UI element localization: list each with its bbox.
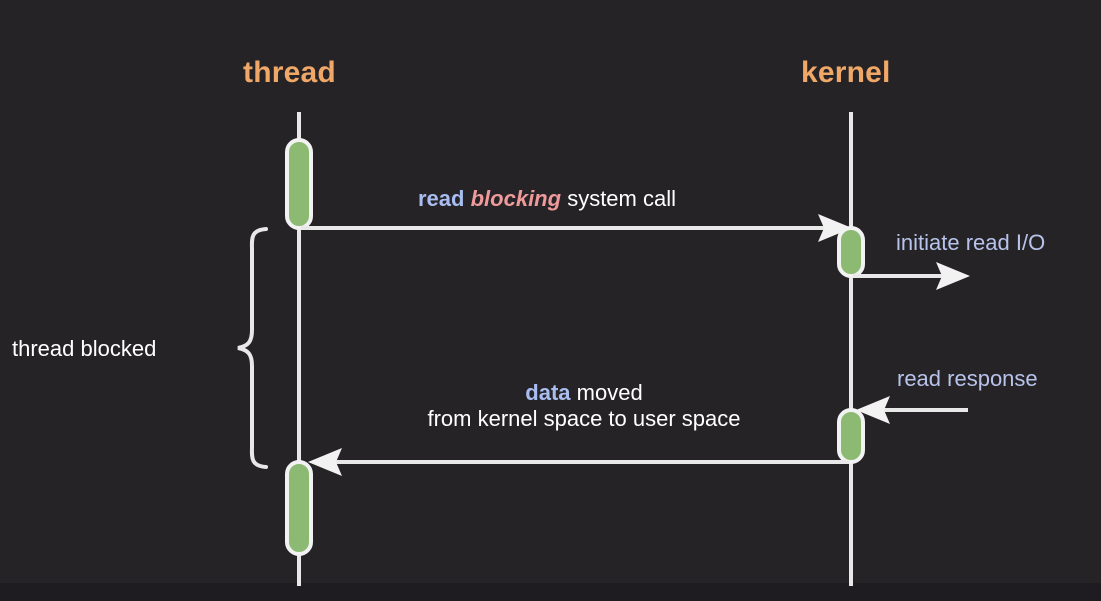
thread-blocked-brace [237, 227, 268, 469]
message-label-read-response: read response [897, 366, 1038, 391]
keyword-blocking: blocking [470, 186, 562, 211]
message-label-initiate-read-io: initiate read I/O [896, 230, 1046, 255]
kernel-activation-request [837, 226, 865, 278]
thread-activation-bottom [285, 460, 313, 556]
keyword-read: read [418, 186, 465, 211]
arrow-system-call [301, 214, 852, 242]
keyword-data: data [525, 380, 571, 405]
text-moved: moved [576, 380, 643, 405]
annotation-thread-blocked: thread blocked [12, 336, 157, 361]
message-label-system-call: read blocking system call [418, 186, 676, 212]
text-system-call: system call [567, 186, 676, 211]
data-moved-line-1: data moved [384, 380, 784, 406]
actor-title-thread: thread [243, 56, 336, 89]
data-moved-line-2: from kernel space to user space [427, 405, 741, 431]
arrow-data-moved [308, 448, 849, 476]
arrow-read-response [856, 396, 968, 424]
arrow-initiate-read-io [853, 262, 970, 290]
thread-activation-top [285, 138, 313, 230]
bottom-letterbox-band [0, 583, 1101, 601]
kernel-activation-response [837, 408, 865, 464]
actor-title-kernel: kernel [801, 56, 891, 89]
message-label-data-moved: data moved from kernel space to user spa… [384, 380, 784, 432]
